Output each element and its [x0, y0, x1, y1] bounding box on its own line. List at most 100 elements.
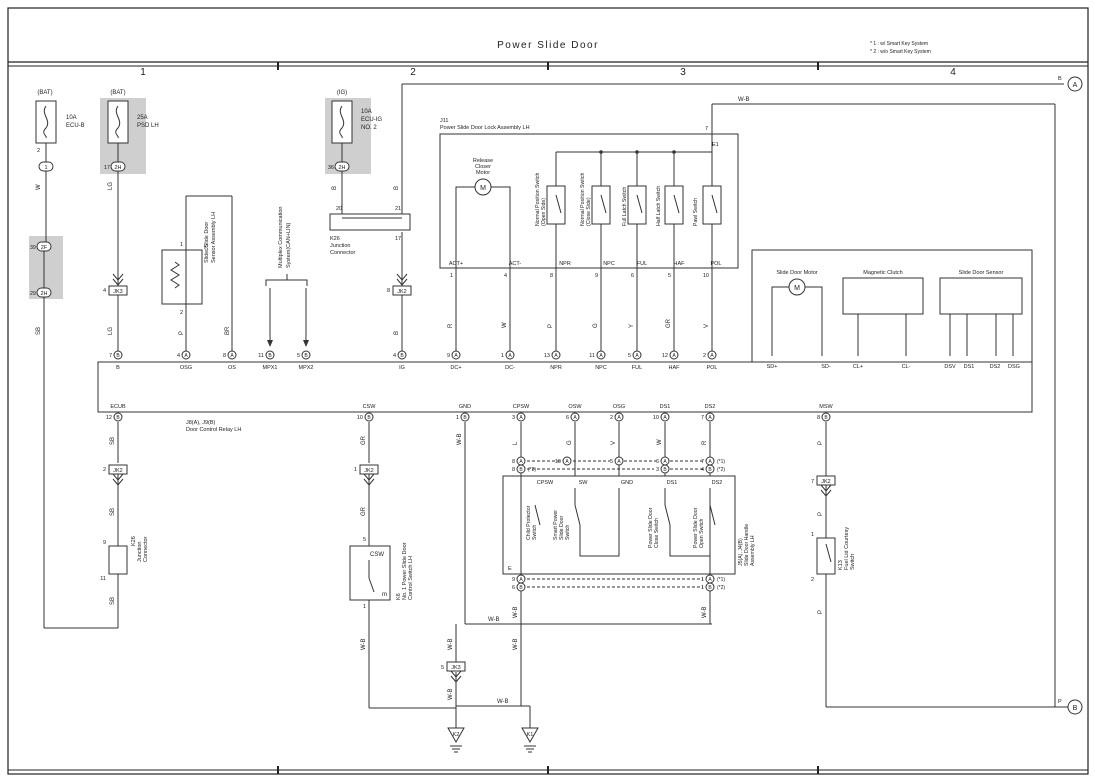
svg-text:4: 4: [393, 353, 396, 359]
svg-text:E: E: [508, 566, 512, 572]
svg-text:K1: K1: [527, 732, 534, 738]
svg-text:P: P: [179, 331, 185, 335]
svg-text:Assembly LH: Assembly LH: [750, 535, 756, 566]
svg-text:7: 7: [811, 479, 814, 485]
svg-text:Full Latch Switch: Full Latch Switch: [622, 187, 628, 226]
svg-text:JK2: JK2: [364, 468, 373, 474]
multiplex-communication: Multiplex Communication System(CAN+LIN): [265, 207, 309, 347]
svg-text:System(CAN+LIN): System(CAN+LIN): [286, 222, 292, 268]
svg-text:M: M: [480, 185, 486, 192]
svg-text:Connector: Connector: [143, 536, 149, 562]
svg-text:DS2: DS2: [712, 480, 723, 486]
svg-text:CL-: CL-: [902, 364, 911, 370]
k26-junction-connector-lower: 9 11 K26 Junction Connector: [100, 536, 149, 582]
svg-text:Y: Y: [629, 324, 635, 328]
svg-text:GND: GND: [459, 404, 471, 410]
svg-text:Switch: Switch: [532, 525, 538, 540]
svg-text:A: A: [672, 353, 676, 359]
svg-text:9: 9: [512, 577, 515, 583]
svg-text:W: W: [502, 322, 508, 328]
svg-text:B: B: [116, 415, 120, 421]
svg-text:(IG): (IG): [337, 90, 347, 96]
pin-variant-tag: (*2): [717, 585, 725, 591]
svg-text:5: 5: [668, 273, 671, 279]
svg-text:10: 10: [653, 415, 659, 421]
offpage-connector-a[interactable]: B A: [1058, 76, 1083, 92]
svg-text:A: A: [554, 353, 558, 359]
svg-text:B: B: [400, 353, 404, 359]
svg-text:A: A: [708, 577, 712, 583]
svg-text:Fuel Lid Courtesy: Fuel Lid Courtesy: [844, 527, 850, 570]
svg-text:2H: 2H: [40, 291, 47, 297]
svg-text:A: A: [617, 459, 621, 465]
svg-text:4: 4: [103, 288, 106, 294]
fuse-psd-lh: (BAT) 25A PSD LH: [107, 90, 159, 144]
svg-text:MPX1: MPX1: [263, 365, 278, 371]
svg-text:8: 8: [512, 459, 515, 465]
svg-text:Power Slide Door: Power Slide Door: [648, 507, 654, 548]
svg-text:Magnetic Clutch: Magnetic Clutch: [863, 270, 902, 276]
svg-text:Smart Power: Smart Power: [553, 510, 559, 540]
svg-text:6: 6: [512, 585, 515, 591]
j11-power-slide-door-lock-assembly: J11 Power Slide Door Lock Assembly LH E1…: [439, 103, 1056, 699]
svg-text:A: A: [519, 415, 523, 421]
svg-text:V: V: [704, 324, 710, 328]
svg-text:A: A: [635, 353, 639, 359]
svg-text:8: 8: [512, 467, 515, 473]
svg-text:Closer: Closer: [475, 164, 491, 170]
door-control-relay-lh: J8(A), J9(B) Door Control Relay LH: [97, 249, 1033, 433]
svg-text:Power Slide Door Lock Assembly: Power Slide Door Lock Assembly LH: [440, 125, 530, 131]
svg-text:K13: K13: [838, 560, 844, 570]
k26-junction-connector-top: 20 21 17 K26 Junction Connector: [329, 206, 411, 256]
svg-text:ACT+: ACT+: [449, 261, 463, 267]
svg-text:B: B: [824, 415, 828, 421]
svg-text:B: B: [116, 365, 120, 371]
svg-text:25A: 25A: [137, 115, 148, 121]
pin-label: 17 2H: [104, 161, 126, 172]
svg-text:17: 17: [104, 165, 110, 171]
svg-text:BR: BR: [225, 326, 231, 335]
svg-text:GND: GND: [621, 480, 633, 486]
svg-text:OSW: OSW: [568, 404, 582, 410]
svg-text:DS2: DS2: [705, 404, 716, 410]
svg-text:12: 12: [662, 353, 668, 359]
svg-text:Normal Position Switch: Normal Position Switch: [535, 173, 541, 226]
svg-text:CPSW: CPSW: [537, 480, 554, 486]
svg-text:B: B: [1058, 76, 1062, 82]
svg-text:9: 9: [447, 353, 450, 359]
svg-text:W-B: W-B: [361, 638, 367, 650]
svg-text:Slide Door Sensor: Slide Door Sensor: [959, 270, 1004, 276]
svg-text:DS1: DS1: [964, 364, 975, 370]
svg-text:Multiplex Communication: Multiplex Communication: [278, 207, 284, 268]
svg-text:V: V: [611, 441, 617, 445]
svg-text:A: A: [1073, 82, 1078, 89]
svg-text:A: A: [454, 353, 458, 359]
svg-text:W-B: W-B: [497, 699, 509, 705]
svg-text:B: B: [708, 467, 712, 473]
fuse-ecu-ig-no2: (IG) 10A ECU-IG NO. 2: [331, 90, 382, 144]
slide-door-sensor: Slide Door Sensor: [939, 270, 1023, 356]
fuse-ecu-b: (BAT) 10A ECU-B: [35, 90, 85, 144]
svg-text:7: 7: [701, 459, 704, 465]
svg-text:2: 2: [37, 148, 40, 154]
svg-text:(Open Side): (Open Side): [541, 198, 547, 226]
svg-text:K26: K26: [131, 536, 137, 546]
svg-text:M: M: [794, 285, 800, 292]
svg-text:ECU-B: ECU-B: [66, 123, 85, 129]
svg-text:Junction: Junction: [137, 542, 143, 563]
svg-text:JK2: JK2: [821, 479, 830, 485]
svg-text:Open Switch: Open Switch: [699, 518, 705, 548]
svg-text:2: 2: [103, 467, 106, 473]
svg-text:ECUB: ECUB: [110, 404, 126, 410]
